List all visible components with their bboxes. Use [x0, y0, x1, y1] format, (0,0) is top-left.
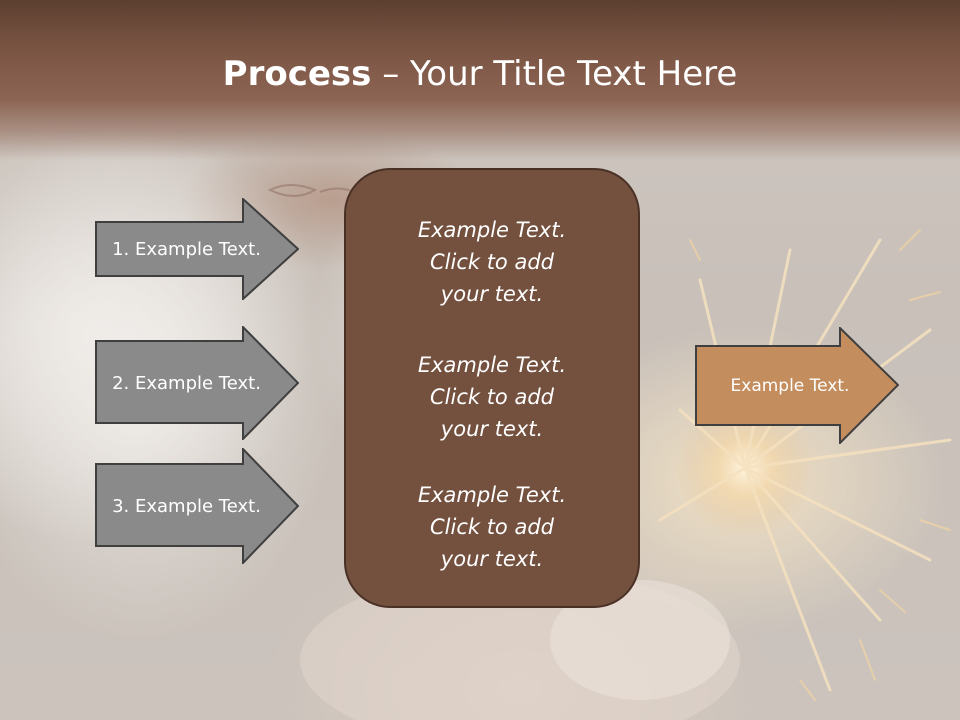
left-arrow-2[interactable]: 2. Example Text. [95, 326, 299, 440]
left-arrow-1-shape [95, 198, 299, 300]
left-arrow-2-label: 2. Example Text. [112, 372, 261, 394]
left-arrow-3-shape [95, 448, 299, 564]
title-rest: Your Title Text Here [410, 54, 738, 94]
center-text-box[interactable]: Example Text. Click to add your text. Ex… [344, 168, 640, 608]
left-arrow-3[interactable]: 3. Example Text. [95, 448, 299, 564]
center-text-2-line-2: Click to add [429, 385, 554, 409]
center-text-3-line-2: Click to add [429, 515, 554, 539]
slide-title: Process – Your Title Text Here [0, 52, 960, 96]
center-text-3-line-3: your text. [440, 547, 544, 571]
left-arrow-2-shape [95, 326, 299, 440]
center-text-block-3: Example Text. Click to add your text. [346, 479, 638, 575]
right-arrow-shape [695, 327, 899, 444]
right-arrow-label: Example Text. [730, 375, 850, 396]
center-text-1-line-3: your text. [440, 282, 544, 306]
center-text-2-line-3: your text. [440, 417, 544, 441]
title-dash: – [371, 54, 411, 94]
title-band [0, 0, 960, 160]
left-arrow-1-label: 1. Example Text. [112, 238, 261, 260]
left-arrow-3-label: 3. Example Text. [112, 495, 261, 517]
center-text-3-line-1: Example Text. [417, 483, 567, 507]
center-text-2-line-1: Example Text. [417, 353, 567, 377]
center-text-1-line-2: Click to add [429, 250, 554, 274]
right-arrow[interactable]: Example Text. [695, 327, 899, 444]
title-bold: Process [222, 54, 372, 94]
center-text-1-line-1: Example Text. [417, 218, 567, 242]
center-text-block-2: Example Text. Click to add your text. [346, 349, 638, 445]
left-arrow-1[interactable]: 1. Example Text. [95, 198, 299, 300]
center-text-block-1: Example Text. Click to add your text. [346, 214, 638, 310]
